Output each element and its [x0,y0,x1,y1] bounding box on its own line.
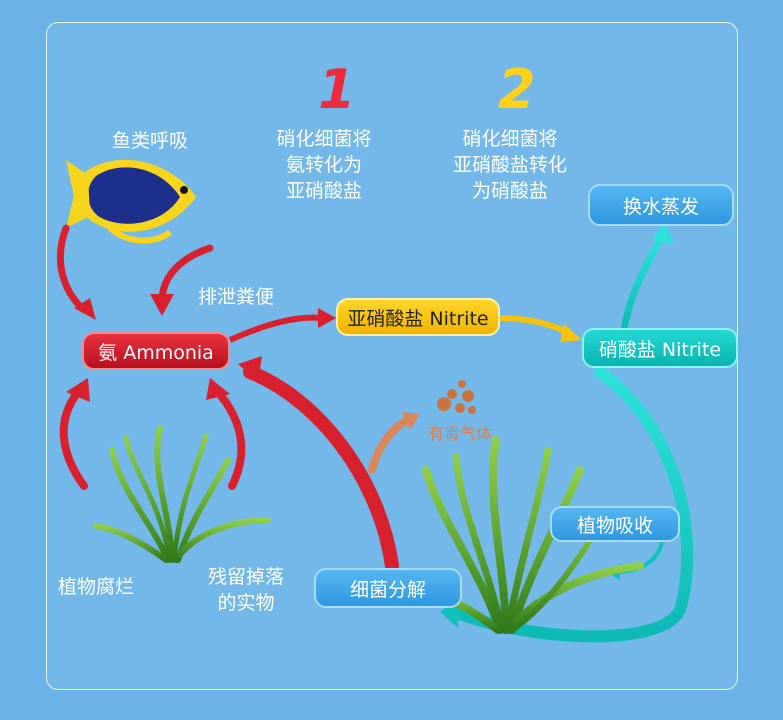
fish-respiration-label: 鱼类呼吸 [111,130,188,152]
red-arrow-fish-to-ammonia [56,224,96,320]
red-arrow-decay-to-ammonia [59,378,90,490]
step-2-line: 为硝酸盐 [471,180,548,202]
step-2-description: 硝化细菌将 亚硝酸盐转化 为硝酸盐 [420,126,600,204]
leftover-food-label: 残留掉落 的实物 [196,564,296,616]
step-1-line: 硝化细菌将 [276,128,372,150]
red-arrow-ammonia-to-nitrite [228,308,336,343]
nitrite-node: 亚硝酸盐 Nitrite [336,298,500,336]
leftover-food-line: 残留掉落 [207,566,284,588]
nitrate-node: 硝酸盐 Nitrite [582,328,738,368]
step-1-number: 1 [318,58,356,121]
orange-arrow-toxic-gas [368,412,420,474]
ammonia-node: 氨 Ammonia [82,332,230,370]
fish-illustration [66,159,196,244]
step-1-line: 氨转化为 [285,154,362,176]
toxic-gas-label: 有毒气体 [428,424,493,443]
step-2-line: 硝化细菌将 [462,128,558,150]
plant-decay-label: 植物腐烂 [57,576,134,598]
step-1-description: 硝化细菌将 氨转化为 亚硝酸盐 [244,126,404,204]
step-2-line: 亚硝酸盐转化 [452,154,567,176]
step-1-line: 亚硝酸盐 [285,180,362,202]
excretion-label: 排泄粪便 [197,286,274,308]
teal-arrow-nitrate-to-water-change [620,222,674,331]
step-2-number: 2 [498,58,536,121]
bacteria-decompose-node: 细菌分解 [314,568,462,608]
water-change-node: 换水蒸发 [588,184,734,226]
plant-absorb-node: 植物吸收 [550,506,680,542]
aquatic-plant-illustration [93,425,271,563]
red-arrow-food-to-ammonia [206,378,246,490]
yellow-arrow-nitrite-to-nitrate [497,315,582,342]
gas-bubbles-icon [437,380,476,414]
leftover-food-line: 的实物 [217,592,275,614]
red-arrow-excretion-to-ammonia [150,244,214,316]
red-arrow-bacteria-to-ammonia [238,356,399,573]
